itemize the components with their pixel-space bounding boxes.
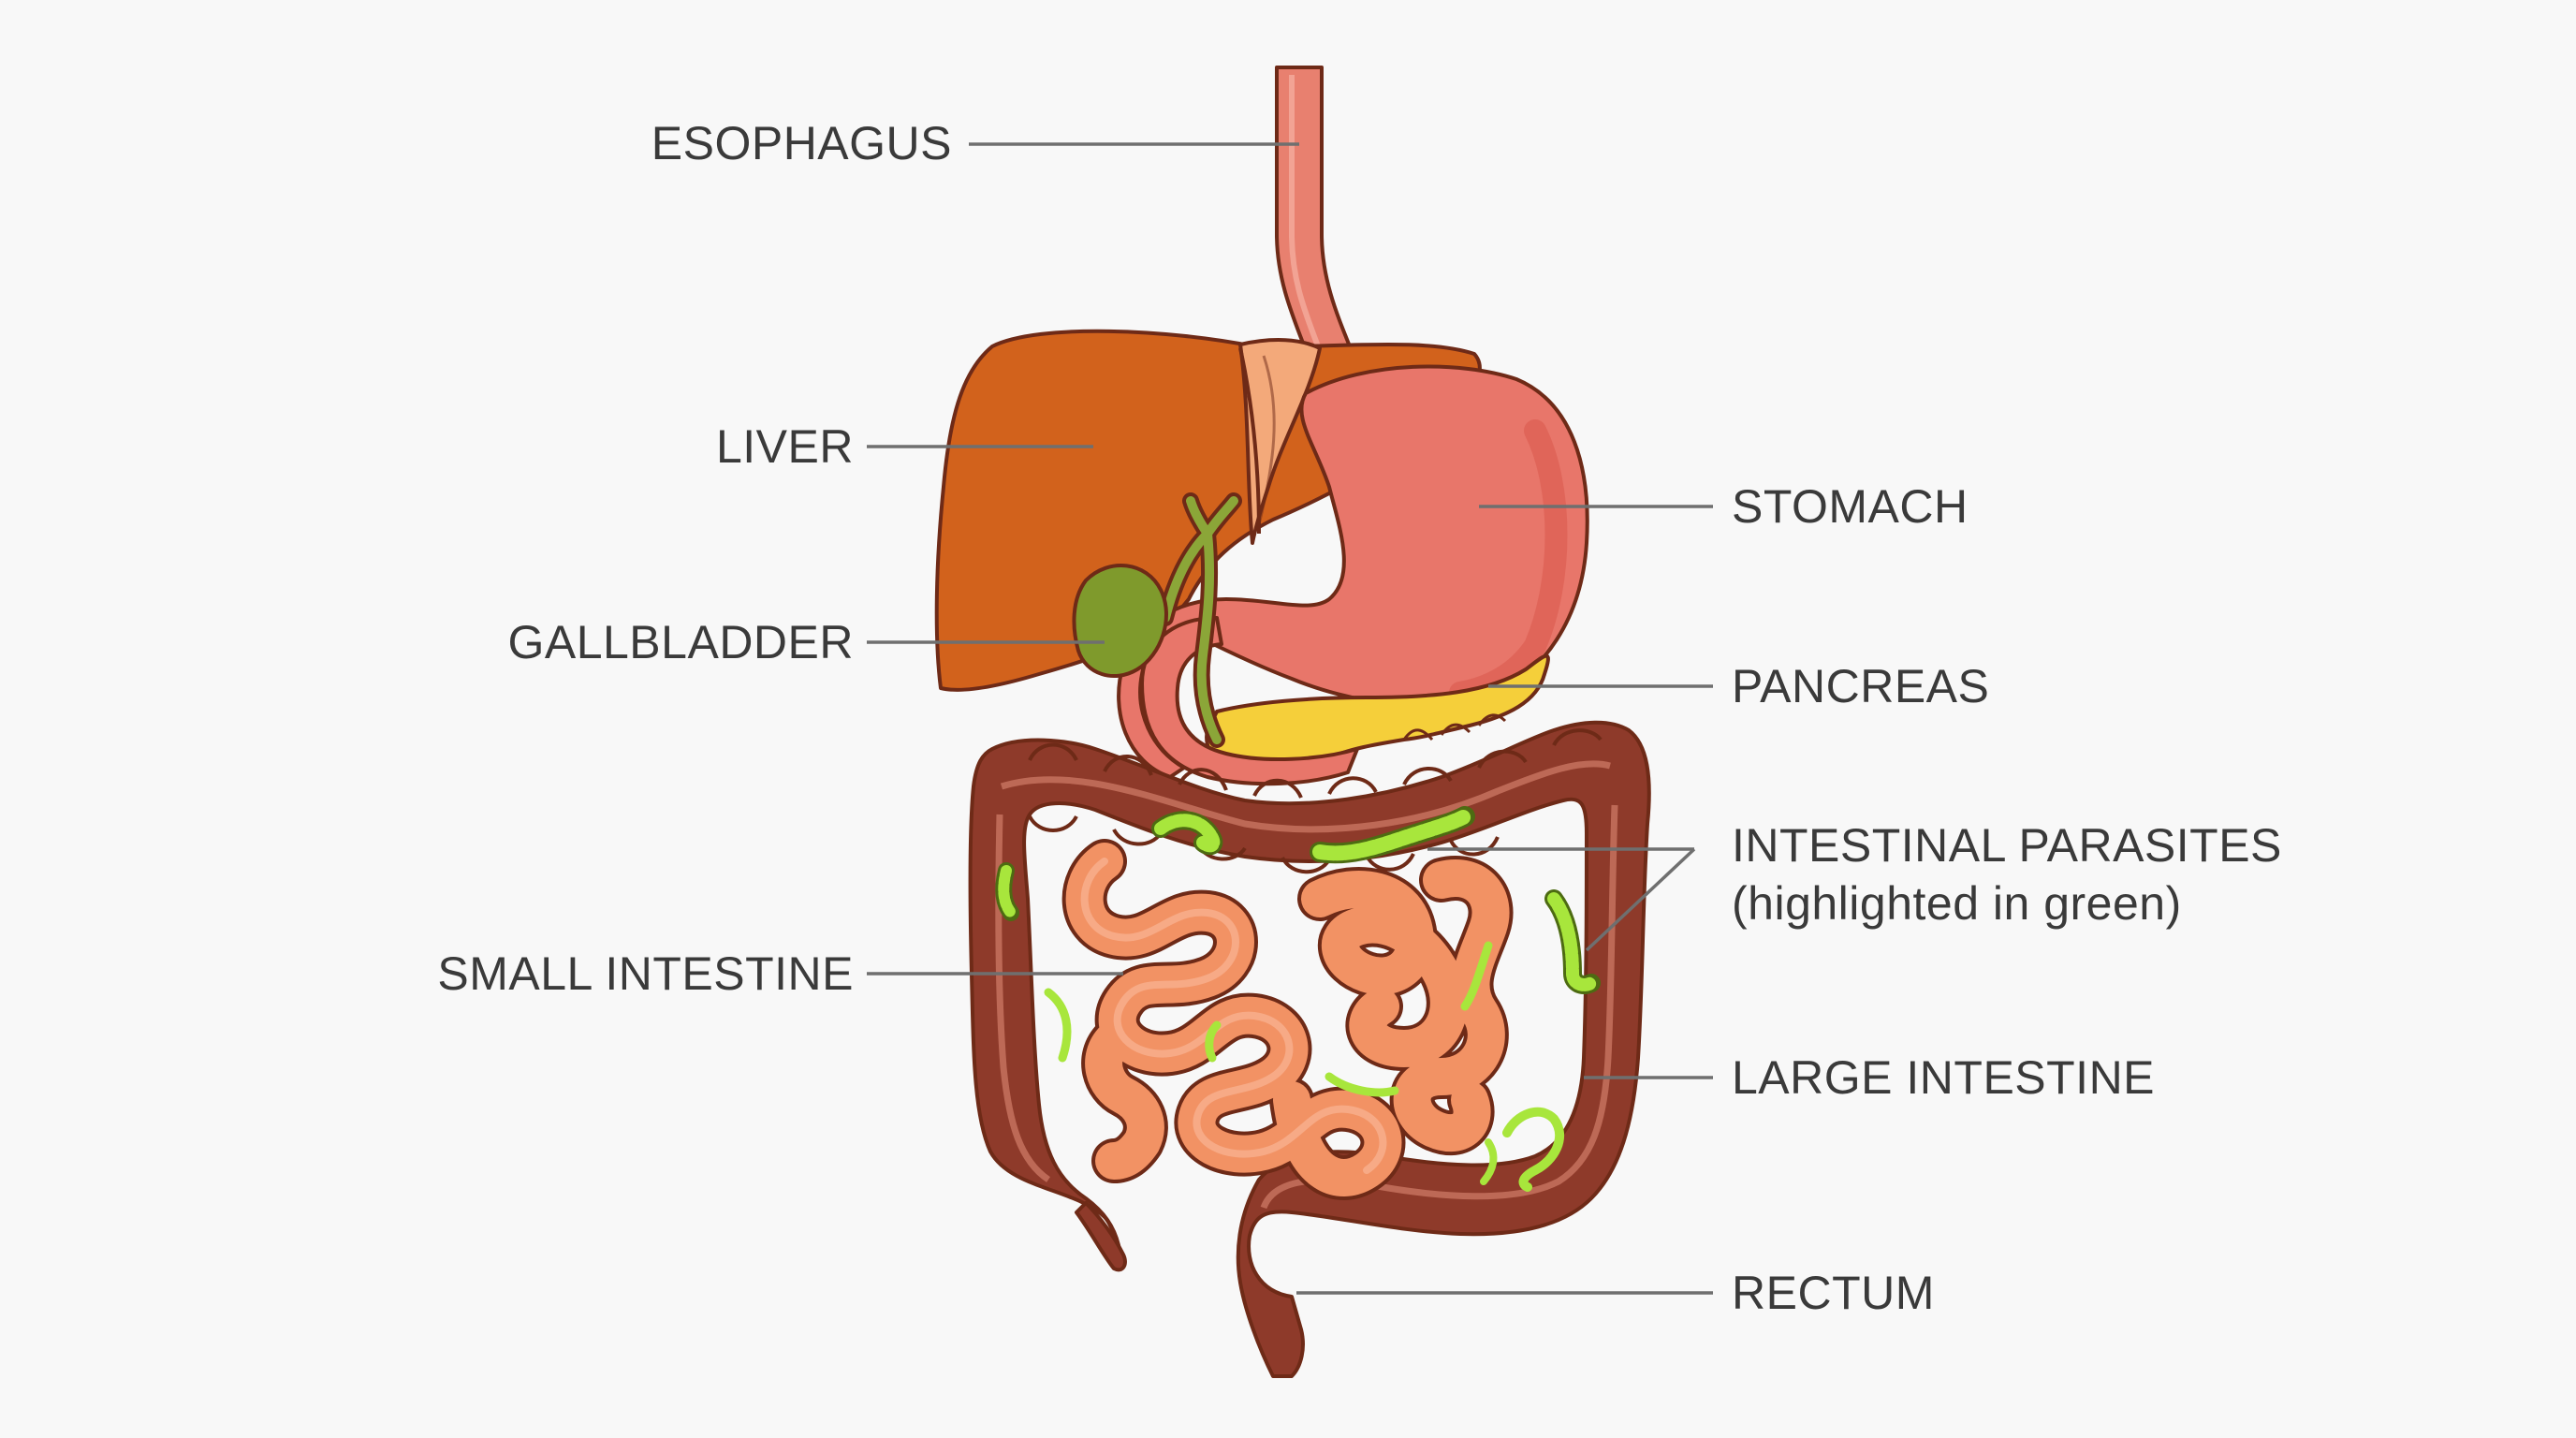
small-intestine	[1061, 839, 1514, 1200]
intestinal-parasites	[995, 806, 1601, 1192]
label-liver: LIVER	[715, 420, 854, 473]
leader-lines	[867, 142, 1713, 1295]
leader-parasites-c	[1585, 847, 1696, 952]
parasite-worm	[1480, 1138, 1498, 1185]
parasite-worm	[1325, 1072, 1399, 1097]
parasite-worm	[1460, 941, 1493, 1011]
label-intestinal-parasites: INTESTINAL PARASITES (highlighted in gre…	[1732, 816, 2282, 932]
parasite-worm	[1502, 1107, 1564, 1192]
parasite-worm	[1044, 988, 1072, 1063]
esophagus	[1275, 66, 1355, 360]
label-esophagus: ESOPHAGUS	[651, 117, 952, 169]
label-parasites-note: (highlighted in green)	[1732, 877, 2182, 930]
label-rectum: RECTUM	[1732, 1267, 1935, 1319]
label-gallbladder: GALLBLADDER	[507, 616, 854, 668]
label-pancreas: PANCREAS	[1732, 660, 1990, 712]
label-small-intestine: SMALL INTESTINE	[437, 947, 854, 1000]
parasite-worm	[1205, 1020, 1222, 1063]
gallbladder	[1072, 564, 1168, 679]
label-large-intestine: LARGE INTESTINE	[1732, 1051, 2156, 1104]
label-stomach: STOMACH	[1732, 480, 1969, 533]
label-parasites-title: INTESTINAL PARASITES	[1732, 819, 2282, 872]
